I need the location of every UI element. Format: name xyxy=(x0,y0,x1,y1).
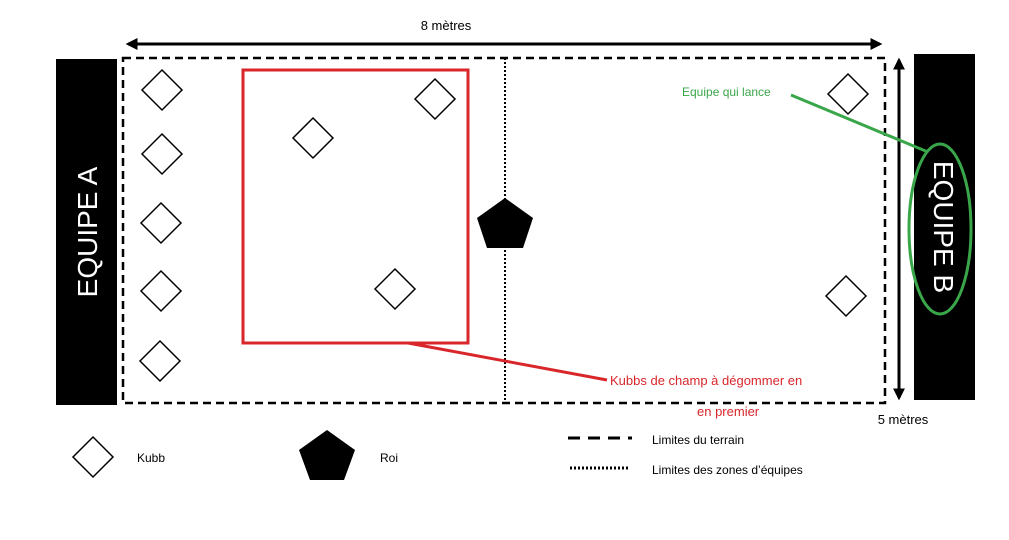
throwing-team-marker xyxy=(907,142,973,316)
height-dimension-label: 5 mètres xyxy=(878,412,929,427)
king-icon xyxy=(477,198,533,248)
field-kubbs xyxy=(291,77,457,311)
throwing-team-label: Equipe qui lance xyxy=(682,85,771,99)
legend-team-zone-limits-label: Limites des zones d’équipes xyxy=(652,463,803,477)
team-a-bar xyxy=(56,59,117,405)
legend-king-icon xyxy=(299,430,355,480)
kubb-icon xyxy=(138,339,182,383)
kubb-icon xyxy=(291,116,335,160)
field-kubbs-label-line1: Kubbs de champ à dégommer en xyxy=(610,373,802,388)
kubb-icon xyxy=(826,72,870,116)
team-a-label: EQUIPE A xyxy=(72,166,103,297)
team-b-kubbs xyxy=(824,72,870,318)
field-kubbs-label-line2: en premier xyxy=(697,404,760,419)
kubb-icon xyxy=(413,77,457,121)
legend-kubb-label: Kubb xyxy=(137,451,165,465)
legend: Kubb Roi Limites du terrain Limites des … xyxy=(71,430,803,480)
kubb-icon xyxy=(139,201,183,245)
kubb-icon xyxy=(140,68,184,112)
legend-kubb-icon xyxy=(71,435,115,479)
team-b-label: EQUIPE B xyxy=(928,161,959,293)
field-kubbs-box xyxy=(241,68,470,345)
width-dimension-label: 8 mètres xyxy=(421,18,472,33)
team-b-bar xyxy=(914,54,975,400)
legend-king-label: Roi xyxy=(380,451,398,465)
kubb-icon xyxy=(373,267,417,311)
kubb-icon xyxy=(824,274,868,318)
kubb-icon xyxy=(139,269,183,313)
throwing-team-pointer xyxy=(790,93,929,154)
team-a-kubbs xyxy=(138,68,184,383)
field-kubbs-pointer xyxy=(407,341,608,382)
legend-field-limits-label: Limites du terrain xyxy=(652,433,744,447)
kubb-icon xyxy=(140,132,184,176)
